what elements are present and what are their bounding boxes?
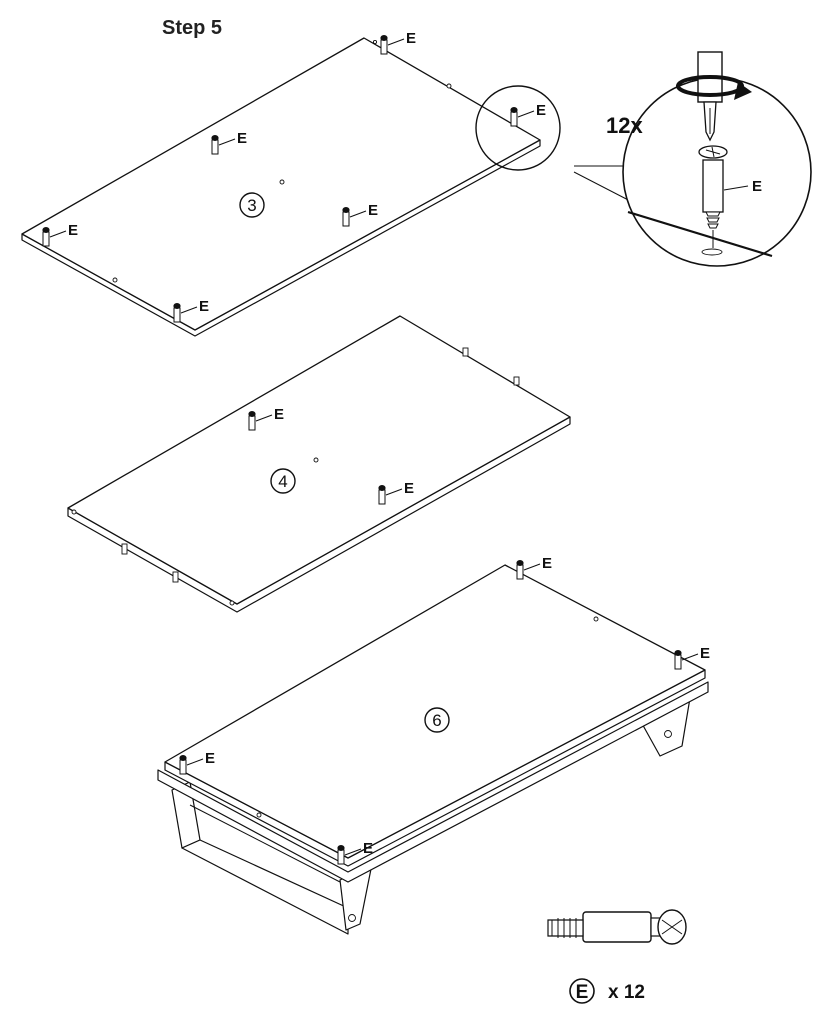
cam-dowel-e: E	[516, 555, 552, 580]
panel-4	[67, 315, 571, 613]
panel-number-3: 3	[247, 196, 256, 215]
legend-part: E x 12	[569, 978, 645, 1004]
panel-4-number: 4	[270, 468, 296, 494]
panel-3-number: 3	[239, 192, 265, 218]
cam-dowel-e: E	[342, 202, 378, 227]
cam-dowel-e: E	[179, 750, 215, 775]
part-label-e: E	[404, 480, 414, 497]
cam-dowel-e: E	[173, 298, 209, 323]
cam-dowel-icon	[547, 909, 687, 945]
part-label-e: E	[536, 102, 546, 119]
part-label-e: E	[542, 555, 552, 572]
cam-dowel-e: E	[378, 480, 414, 505]
detail-quantity: 12x	[606, 113, 643, 138]
legend-quantity: x 12	[608, 982, 645, 1003]
step-title: Step 5	[162, 17, 222, 39]
part-label-e: E	[68, 222, 78, 239]
cam-dowel-e: E	[510, 102, 546, 127]
part-label-e: E	[237, 130, 247, 147]
legend-part-letter: E	[576, 982, 589, 1003]
part-label-e: E	[700, 645, 710, 662]
rotation-arrow-icon	[676, 75, 752, 100]
panel-3	[21, 37, 541, 337]
base-frame	[157, 681, 709, 935]
panel-number-4: 4	[278, 472, 287, 491]
cam-dowel-e: E	[211, 130, 247, 155]
part-label-e: E	[363, 840, 373, 857]
cam-dowels: E E E E E E E E E E E E	[42, 30, 710, 865]
cam-dowel-e: E	[380, 30, 416, 55]
part-label-e: E	[274, 406, 284, 423]
detail-cam-dowel: E	[698, 145, 762, 248]
part-label-e: E	[199, 298, 209, 315]
cam-dowel-e: E	[248, 406, 284, 431]
part-label-e: E	[368, 202, 378, 219]
detail-part-label: E	[752, 178, 762, 195]
cam-dowel-e: E	[337, 840, 373, 865]
part-label-e: E	[205, 750, 215, 767]
panel-6-number: 6	[424, 707, 450, 733]
detail-callout	[475, 77, 812, 267]
panel-number-6: 6	[432, 711, 441, 730]
cam-dowel-e: E	[674, 645, 710, 670]
part-label-e: E	[406, 30, 416, 47]
cam-dowel-e: E	[42, 222, 78, 247]
